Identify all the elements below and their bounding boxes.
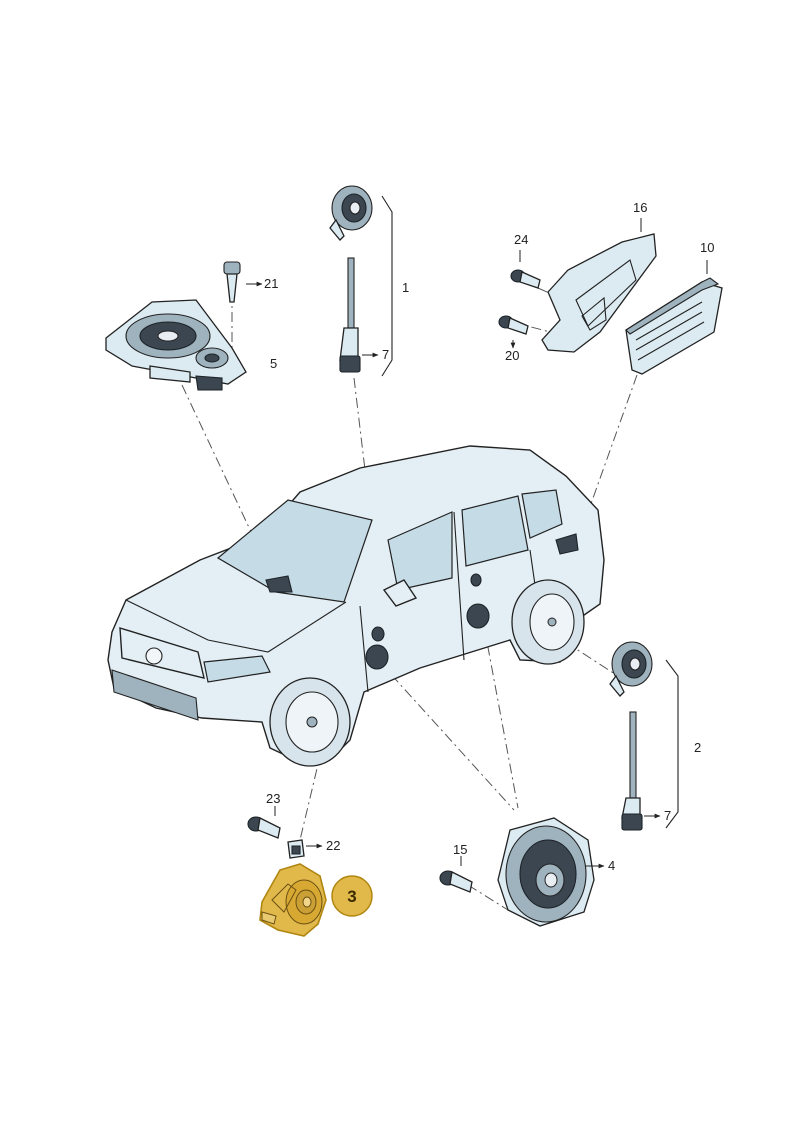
dash-speaker-spot (265, 575, 293, 593)
car-lower-grille (111, 669, 199, 721)
callout-3[interactable]: 3 (347, 887, 356, 906)
callout-24[interactable]: 24 (514, 232, 528, 247)
door-tweeter-rear-spot (470, 573, 482, 587)
rear-amp-spot (555, 533, 579, 555)
callout-1[interactable]: 1 (402, 280, 409, 295)
callout-22[interactable]: 22 (326, 838, 340, 853)
part-10-amplifier (625, 260, 723, 375)
bracket-part-1 (381, 195, 393, 377)
callout-16[interactable]: 16 (633, 200, 647, 215)
part-20-screw (498, 315, 529, 349)
part-15-screw (439, 856, 473, 893)
door-speaker-front-spot (365, 644, 389, 670)
part-22-clip (287, 839, 323, 859)
callout-10[interactable]: 10 (700, 240, 714, 255)
callout-23[interactable]: 23 (266, 791, 280, 806)
callout-20[interactable]: 20 (505, 348, 519, 363)
callout-7b[interactable]: 7 (664, 808, 671, 823)
car-badge (145, 647, 163, 665)
car-windshield (216, 499, 373, 603)
callout-4[interactable]: 4 (608, 858, 615, 873)
part-21-screw (223, 261, 263, 303)
car-mirror (382, 579, 418, 607)
car-side-window-front (387, 511, 453, 591)
callout-15[interactable]: 15 (453, 842, 467, 857)
callout-2[interactable]: 2 (694, 740, 701, 755)
part-23-screw (247, 806, 281, 839)
part-24-screw (510, 250, 541, 289)
door-tweeter-front-spot (371, 626, 385, 642)
vehicle-outline (107, 445, 605, 767)
part-5-dash-speaker (105, 299, 247, 391)
car-headlight (203, 655, 271, 683)
car-quarter-window (521, 489, 563, 539)
bracket-part-2 (665, 659, 679, 829)
callout-labels: 1 2 4 5 7 7 10 15 16 20 21 22 23 24 (264, 200, 714, 873)
callout-7a[interactable]: 7 (382, 347, 389, 362)
part-1-tweeter-front (329, 185, 379, 373)
callout-21[interactable]: 21 (264, 276, 278, 291)
part-4-woofer (497, 817, 605, 927)
car-side-window-rear (461, 495, 529, 567)
callout-5[interactable]: 5 (270, 356, 277, 371)
part-3-badge[interactable]: 3 (331, 875, 373, 917)
part-2-tweeter-rear (609, 641, 661, 831)
door-speaker-rear-spot (466, 603, 490, 629)
part-16-bracket (541, 233, 657, 353)
part-3-highlighted-speaker[interactable] (259, 863, 327, 937)
